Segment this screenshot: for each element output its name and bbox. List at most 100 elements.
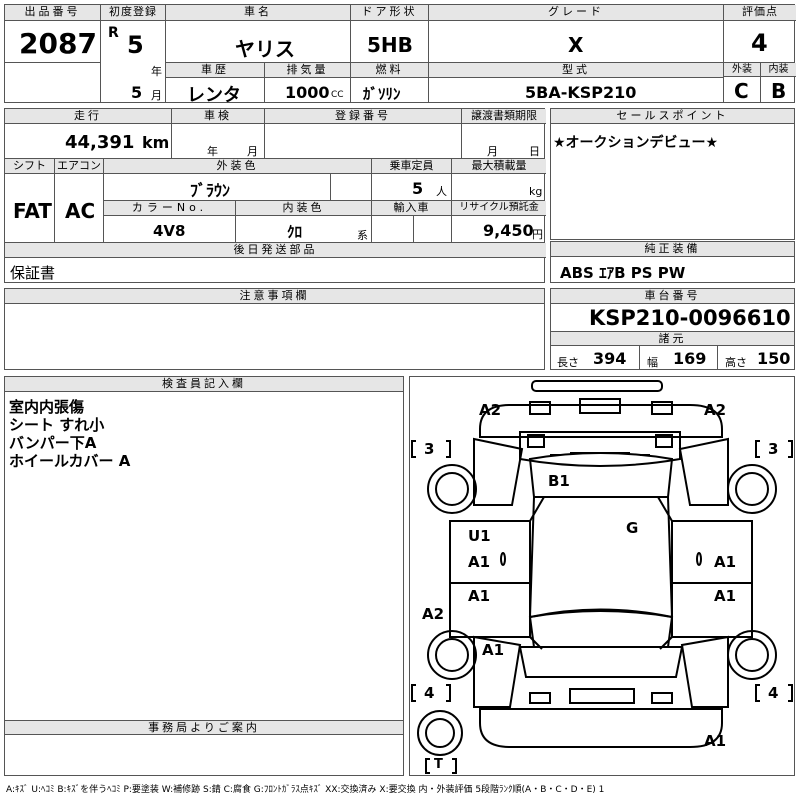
displacement-label: 排気量 — [265, 63, 350, 78]
history-label: 車歴 — [166, 63, 264, 78]
transfer-day-unit: 日 — [529, 145, 540, 158]
exterior-label: 外装 — [724, 63, 760, 77]
score: 4 — [751, 29, 768, 57]
damage-mark: A1 — [468, 587, 491, 605]
capacity-label: 乗車定員 — [372, 159, 451, 174]
damage-mark: A1 — [704, 732, 727, 750]
inspector-line: バンパー下A — [9, 434, 97, 452]
colorno-label: カラーNo. — [104, 201, 235, 216]
equipment-label: 純正装備 — [551, 242, 794, 257]
model-label: 型式 — [429, 63, 723, 78]
load-unit: kg — [529, 185, 543, 198]
load-label: 最大積載量 — [452, 159, 546, 174]
color-number: 4V8 — [153, 222, 186, 240]
width-label: 幅 — [647, 356, 658, 369]
import-label: 輸入車 — [372, 201, 451, 216]
recycle-unit: 円 — [532, 228, 543, 241]
height-label: 高さ — [725, 356, 747, 369]
chassis-section: 車台番号 KSP210-0096610 諸元 長さ 394 幅 169 高さ 1… — [550, 288, 795, 370]
inspector-label: 検査員記入欄 — [5, 377, 403, 392]
year-unit: 年 — [151, 65, 162, 78]
car-name-label: 車名 — [166, 5, 350, 21]
inspection-year-unit: 年 — [207, 145, 218, 158]
inspector-line: 室内内張傷 — [9, 398, 85, 416]
chassis-label: 車台番号 — [551, 289, 794, 304]
body-color: ﾌﾞﾗｳﾝ — [190, 181, 231, 200]
office-label: 事務局よりご案内 — [5, 720, 403, 735]
exterior-grade: C — [734, 79, 749, 103]
interior-label: 内装 — [761, 63, 796, 77]
capacity: 5 — [412, 179, 424, 198]
sales-point-section: セールスポイント ★オークションデビュー★ — [550, 108, 795, 240]
chassis-number: KSP210-0096610 — [589, 306, 791, 330]
damage-mark: B1 — [548, 472, 570, 490]
width-value: 169 — [673, 349, 707, 368]
reg-month: 5 — [131, 83, 143, 102]
damage-mark: A1 — [468, 553, 491, 571]
equipment-value: ABS ｴｱB PS PW — [560, 264, 686, 282]
vehicle-details: 走行 車検 登録番号 譲渡書類期限 44,391 km 年 月 月 日 シフト … — [4, 108, 546, 283]
ac-type: AC — [65, 199, 96, 223]
int-color-label: 内装色 — [236, 201, 371, 216]
door-type: 5HB — [367, 33, 413, 57]
sales-point-value: ★オークションデビュー★ — [553, 135, 719, 151]
damage-mark: A1 — [482, 641, 505, 659]
inspection-month-unit: 月 — [247, 145, 258, 158]
era: R — [108, 25, 119, 41]
color-label: 外装色 — [104, 159, 371, 174]
damage-mark: A1 — [714, 587, 737, 605]
notes-label: 注意事項欄 — [5, 289, 544, 304]
spec-label: 諸元 — [551, 331, 794, 346]
lot-number: 2087 — [19, 27, 97, 60]
month-unit: 月 — [151, 89, 162, 102]
notes-section: 注意事項欄 — [4, 288, 545, 370]
regno-label: 登録番号 — [265, 109, 461, 124]
fuel: ｶﾞｿﾘﾝ — [363, 85, 401, 103]
damage-mark: U1 — [468, 527, 491, 545]
interior-grade: B — [771, 79, 787, 103]
score-label: 評価点 — [724, 5, 796, 21]
header-section: 出品番号 2087 初度登録 R 5 年 5 月 車名 ヤリス ドア形状 5HB… — [4, 4, 796, 106]
recycle-fee: 9,450 — [483, 221, 534, 240]
inspector-section: 検査員記入欄 室内内張傷 シート すれ小 バンパー下A ホイールカバー A 事務… — [4, 376, 404, 776]
model-code: 5BA-KSP210 — [525, 83, 637, 102]
door-label: ドア形状 — [351, 5, 428, 21]
ac-label: エアコン — [55, 159, 103, 174]
shift-type: FAT — [13, 199, 52, 223]
later-parts-value: 保証書 — [10, 264, 56, 282]
reg-year: 5 — [127, 31, 144, 59]
recycle-label: リサイクル預託金 — [452, 201, 546, 216]
damage-mark: A2 — [704, 401, 727, 419]
inspector-line: ホイールカバー A — [9, 452, 131, 470]
equipment-section: 純正装備 ABS ｴｱB PS PW — [550, 241, 795, 283]
fuel-label: 燃料 — [351, 63, 428, 78]
car-name: ヤリス — [235, 37, 295, 61]
legend-footer: A:ｷｽﾞ U:ﾍｺﾐ B:ｷｽﾞを伴うﾍｺﾐ P:要塗装 W:補修跡 S:錆 … — [6, 785, 605, 795]
length-value: 394 — [593, 349, 627, 368]
bracket-label: 4 — [768, 684, 779, 702]
mileage: 44,391 — [65, 132, 135, 153]
later-parts-label: 後日発送部品 — [5, 243, 546, 258]
grade: X — [568, 33, 584, 57]
grade-label: グレード — [429, 5, 723, 21]
length-label: 長さ — [557, 356, 579, 369]
bracket-label: T — [434, 757, 443, 772]
lot-label: 出品番号 — [5, 5, 100, 21]
inspector-line: シート すれ小 — [9, 416, 105, 434]
mileage-label: 走行 — [5, 109, 171, 124]
transfer-label: 譲渡書類期限 — [462, 109, 546, 124]
interior-color-unit: 系 — [357, 229, 368, 242]
damage-diagram: 3 3 4 4 T A2 A2 B1 G U1 A1 A1 A1 A1 A2 A… — [409, 376, 795, 776]
damage-mark: A1 — [714, 553, 737, 571]
damage-mark: A2 — [479, 401, 502, 419]
shift-label: シフト — [5, 159, 54, 174]
inspection-label: 車検 — [172, 109, 264, 124]
car-outline — [411, 380, 793, 774]
car-history: レンタ — [187, 85, 241, 106]
first-reg-label: 初度登録 — [101, 5, 165, 21]
capacity-unit: 人 — [436, 185, 447, 198]
damage-mark: G — [626, 519, 639, 537]
bracket-label: 3 — [768, 440, 779, 458]
mileage-unit: km — [142, 133, 170, 152]
displacement: 1000 — [285, 83, 330, 102]
